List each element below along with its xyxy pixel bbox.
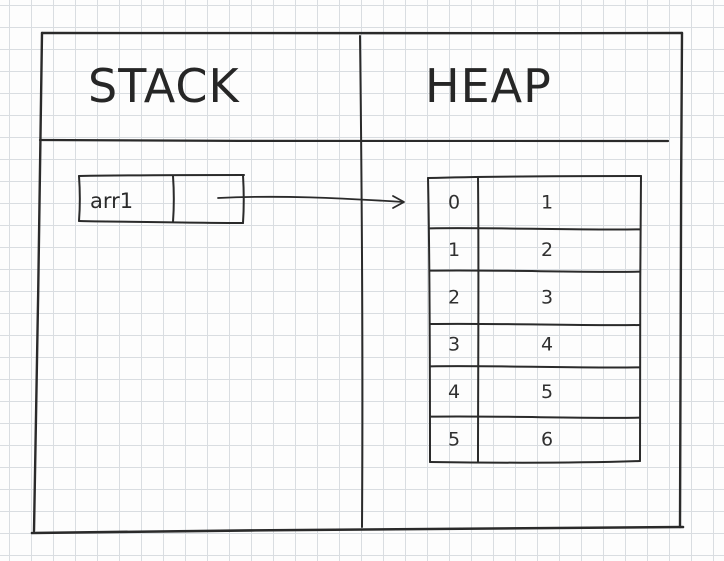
stack-variable: arr1 [78,174,245,224]
heap-row-divider [429,322,641,327]
heap-array-table: 0 1 1 2 2 3 3 4 4 5 5 6 [427,175,642,464]
heap-row-divider [429,227,641,231]
heap-index-cell: 4 [448,381,460,403]
variable-name: arr1 [90,189,133,213]
heap-value-cell: 5 [541,381,553,403]
heap-row-divider [429,269,641,273]
heap-index-cell: 2 [448,286,460,308]
stack-title: STACK [88,59,241,113]
heap-value-cell: 2 [541,239,553,261]
pointer-arrow [217,195,405,209]
heap-row-divider [429,415,641,419]
heap-value-cell: 1 [541,192,553,214]
outer-frame [30,31,685,535]
heap-value-cell: 4 [541,334,553,356]
heap-index-cell: 5 [448,428,460,450]
heap-value-cell: 3 [541,286,553,308]
heap-row-divider [429,365,641,369]
heap-index-cell: 1 [448,239,460,261]
heap-index-cell: 0 [448,192,460,214]
heap-value-cell: 6 [541,428,553,450]
heap-index-cell: 3 [448,334,460,356]
heap-title: HEAP [425,59,552,113]
